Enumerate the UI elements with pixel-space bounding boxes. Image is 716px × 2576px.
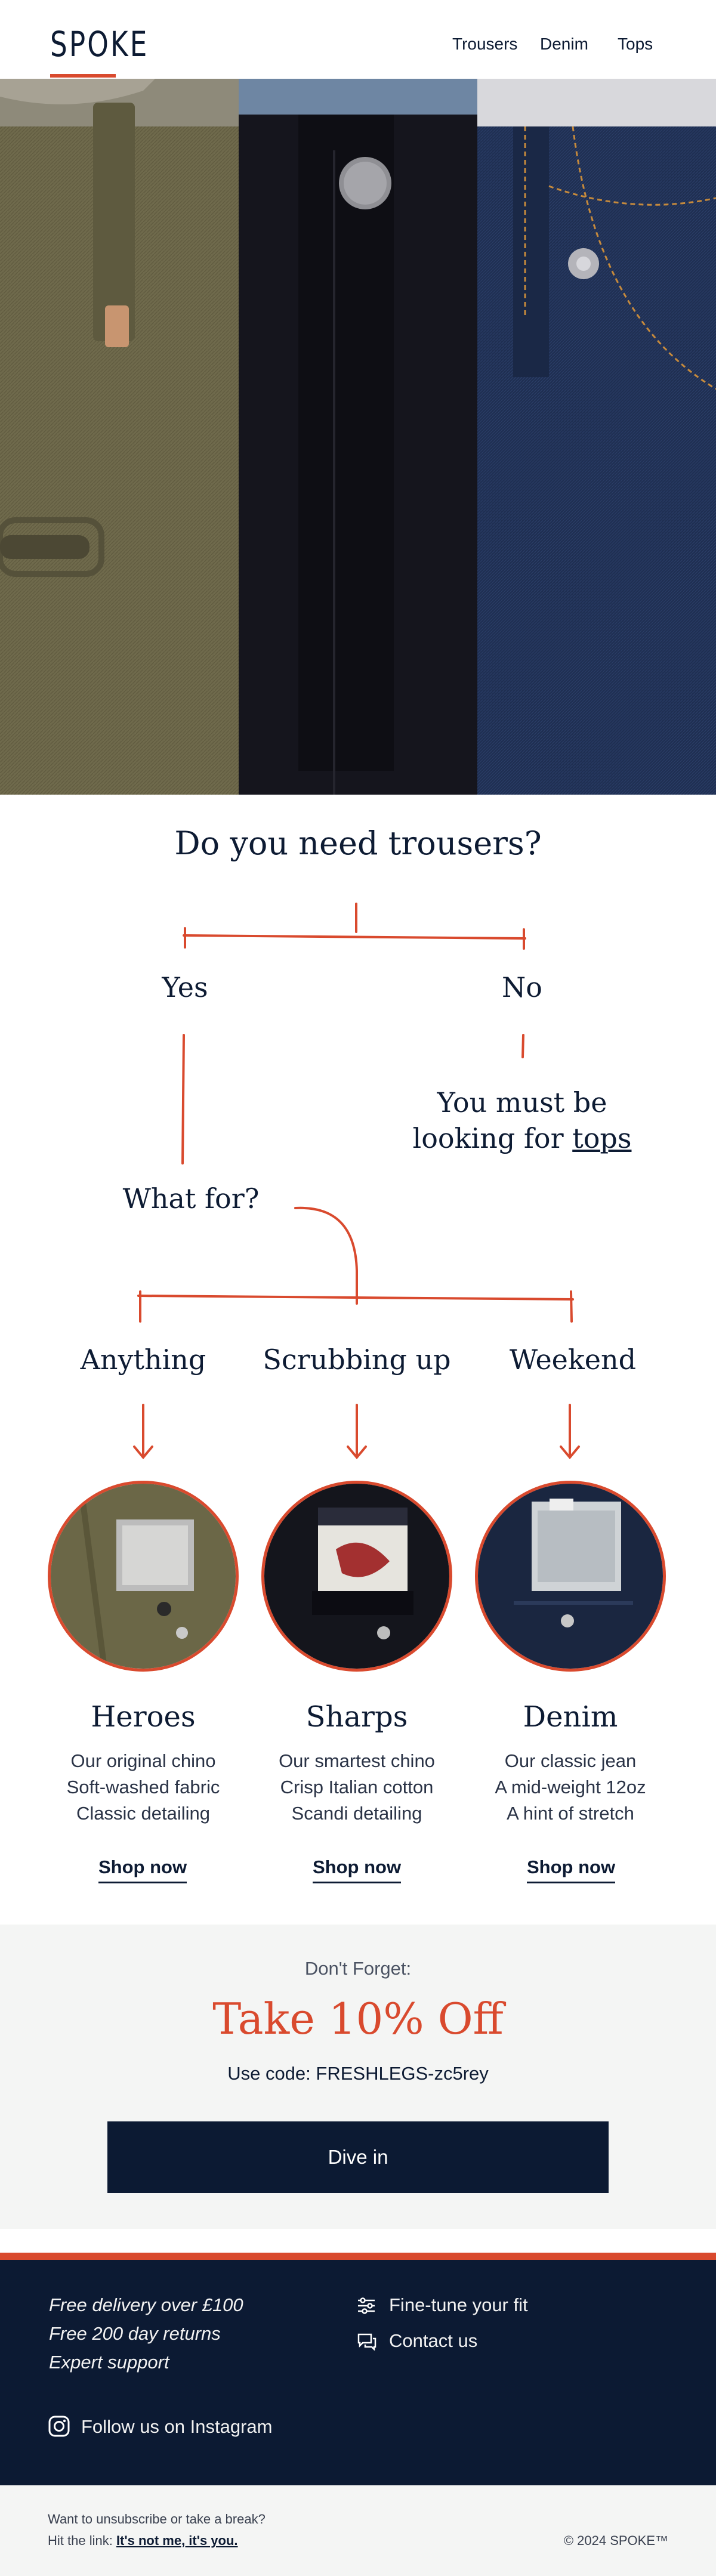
unsubscribe-link[interactable]: It's not me, it's you. (116, 2533, 238, 2548)
flow-option-weekend: Weekend (509, 1343, 637, 1376)
contact-us-link[interactable]: Contact us (389, 2330, 478, 2351)
shop-now-heroes-button[interactable]: Shop now (98, 1857, 187, 1883)
nav-tops[interactable]: Tops (618, 35, 653, 53)
unsubscribe-line: Hit the link: It's not me, it's you. (48, 2533, 238, 2549)
shop-now-denim-button[interactable]: Shop now (527, 1857, 616, 1883)
flow-no-answer: You must be looking for tops (382, 1085, 662, 1156)
tops-link[interactable]: tops (572, 1122, 632, 1154)
flow-what-for: What for? (122, 1182, 260, 1215)
footer-stripe (0, 2253, 716, 2260)
product-desc-line: Soft-washed fabric (66, 1777, 220, 1797)
unsubscribe-prefix: Hit the link: (48, 2533, 116, 2548)
product-desc-line: Our original chino (70, 1750, 216, 1771)
product-desc-line: A mid-weight 12oz (495, 1777, 646, 1797)
flow-option-anything: Anything (80, 1343, 206, 1376)
flow-no-answer-line1: You must be (437, 1086, 607, 1119)
perk-returns: Free 200 day returns (49, 2323, 221, 2344)
flow-no: No (502, 971, 542, 1003)
shop-now-sharps-button[interactable]: Shop now (313, 1857, 402, 1883)
dive-in-button[interactable]: Dive in (107, 2121, 609, 2193)
fine-tune-fit-link[interactable]: Fine-tune your fit (389, 2294, 528, 2315)
hero-trousers-illustration (0, 79, 716, 795)
unsubscribe-prompt: Want to unsubscribe or take a break? (48, 2512, 266, 2526)
product-title-denim: Denim (523, 1700, 618, 1734)
flow-yes: Yes (162, 971, 208, 1003)
instagram-link[interactable]: Follow us on Instagram (81, 2416, 273, 2437)
discount-code: Use code: FRESHLEGS-zc5rey (227, 2063, 489, 2084)
product-desc-sharps: Our smartest chino Crisp Italian cotton … (249, 1748, 464, 1827)
product-image-heroes[interactable] (48, 1481, 239, 1672)
discount-eyebrow: Don't Forget: (304, 1958, 412, 1979)
flow-no-answer-line2: looking for tops (382, 1120, 662, 1156)
product-desc-line: Scandi detailing (291, 1803, 422, 1824)
product-desc-line: Our classic jean (504, 1750, 637, 1771)
nav-trousers[interactable]: Trousers (452, 35, 518, 53)
product-title-heroes: Heroes (91, 1700, 196, 1734)
product-desc-line: Classic detailing (76, 1803, 210, 1824)
flow-no-answer-prefix: looking for (412, 1122, 573, 1154)
discount-headline: Take 10% Off (212, 1994, 504, 2044)
hero-image[interactable] (0, 79, 716, 795)
chat-icon (357, 2333, 377, 2353)
logo-underline (50, 74, 116, 78)
bottom-bar: Want to unsubscribe or take a break? Hit… (0, 2485, 716, 2576)
product-desc-heroes: Our original chino Soft-washed fabric Cl… (36, 1748, 251, 1827)
sliders-icon (357, 2297, 376, 2318)
logo[interactable]: SPOKE (50, 24, 149, 64)
flow-question: Do you need trousers? (174, 824, 542, 862)
product-desc-denim: Our classic jean A mid-weight 12oz A hin… (463, 1748, 678, 1827)
instagram-icon[interactable] (48, 2415, 70, 2441)
perk-support: Expert support (49, 2352, 169, 2373)
header: SPOKE Trousers Denim Tops (0, 0, 716, 79)
product-desc-line: A hint of stretch (507, 1803, 634, 1824)
perk-delivery: Free delivery over £100 (49, 2294, 243, 2315)
copyright: © 2024 SPOKE™ (563, 2533, 668, 2548)
flow-option-scrubbing-up: Scrubbing up (263, 1343, 451, 1376)
footer: Free delivery over £100 Free 200 day ret… (0, 2260, 716, 2485)
product-title-sharps: Sharps (305, 1700, 408, 1734)
product-desc-line: Our smartest chino (279, 1750, 435, 1771)
product-image-denim[interactable] (475, 1481, 666, 1672)
nav-denim[interactable]: Denim (540, 35, 588, 53)
product-desc-line: Crisp Italian cotton (280, 1777, 434, 1797)
product-image-sharps[interactable] (261, 1481, 452, 1672)
